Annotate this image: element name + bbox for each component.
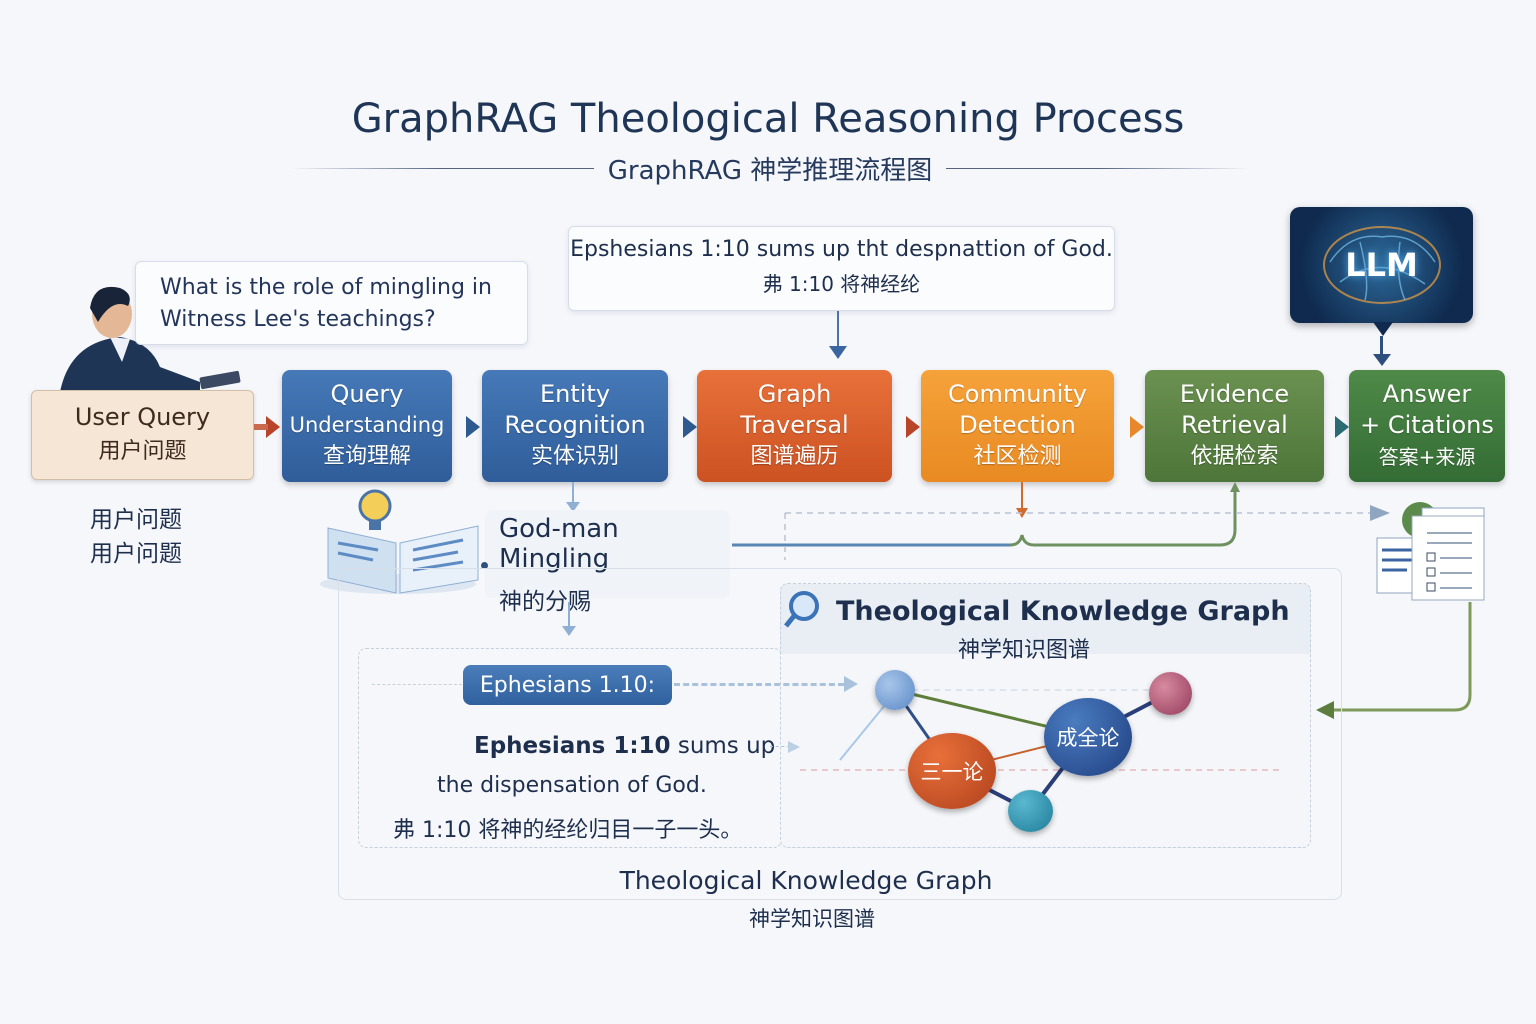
arrow-down-icon <box>829 346 847 359</box>
step-label: Graph <box>757 380 832 408</box>
step-label: + Citations <box>1360 411 1494 439</box>
step-label-cn: 社区检测 <box>973 444 1062 469</box>
entity-label: God-man Mingling <box>499 514 619 574</box>
step-label: Retrieval <box>1181 411 1288 439</box>
user-query-label-cn: 用户问题 <box>98 439 187 464</box>
user-query-caption: 用户问题 用户问题 <box>90 503 182 571</box>
bottom-caption-cn: 神学知识图谱 <box>749 907 875 931</box>
bottom-caption: Theological Knowledge Graph <box>619 866 993 895</box>
step-label: Entity <box>539 380 611 408</box>
bullet-dot <box>481 562 488 569</box>
step-label-cn: 依据检索 <box>1190 444 1279 469</box>
callout-line-1: Epshesians 1:10 sums up tht despnattion … <box>570 237 1113 262</box>
dash-line <box>372 684 462 685</box>
llm-label: LLM <box>1345 246 1418 284</box>
kg-panel-subtitle: 神学知识图谱 <box>958 638 1091 663</box>
subtitle-row: GraphRAG 神学推理流程图 <box>290 150 1251 187</box>
passage-text: sums up <box>670 733 776 759</box>
step-community-detection[interactable]: Community Detection 社区检测 <box>921 370 1114 482</box>
step-label: Answer <box>1382 380 1472 408</box>
brain-icon <box>1323 226 1441 304</box>
step-evidence-retrieval[interactable]: Evidence Retrieval 依据检索 <box>1145 370 1324 482</box>
return-arrow <box>1316 602 1472 719</box>
entity-connector <box>572 482 574 507</box>
caption-line-2: 用户问题 <box>90 541 182 567</box>
arrow-down-icon <box>566 502 580 512</box>
step-entity-recognition[interactable]: Entity Recognition 实体识别 <box>482 370 668 482</box>
search-icon <box>784 591 819 628</box>
arrow-down-icon <box>1373 354 1391 366</box>
llm-pointer <box>1373 322 1393 336</box>
step-label: Community <box>948 380 1087 408</box>
callout-line-2: 弗 1:10 将神经纶 <box>762 272 921 296</box>
arrow-icon <box>466 416 480 438</box>
arrow-down-icon <box>562 626 576 636</box>
flow-connectors <box>732 482 1390 560</box>
step-label-cn: 实体识别 <box>530 444 619 469</box>
query-speech-bubble: What is the role of mingling in Witness … <box>135 261 528 345</box>
step-label: Understanding <box>289 413 445 437</box>
passage-line-3: 弗 1:10 将神的经纶归目一子一头。 <box>393 818 743 843</box>
arrow-icon <box>1335 416 1349 438</box>
graph-node[interactable] <box>875 670 915 710</box>
diagram-subtitle: GraphRAG 神学推理流程图 <box>607 156 933 186</box>
graph-node-primary[interactable]: 成全论 <box>1044 698 1132 776</box>
evidence-callout: Epshesians 1:10 sums up tht despnattion … <box>568 226 1115 311</box>
step-answer-citations[interactable]: Answer + Citations 答案+来源 <box>1349 370 1505 482</box>
divider-right <box>946 168 1251 169</box>
passage-line-2: the dispensation of God. <box>437 773 707 798</box>
caption-line-1: 用户问题 <box>90 507 182 533</box>
callout-connector <box>837 311 839 351</box>
graph-node[interactable] <box>1149 672 1192 715</box>
dash-line <box>770 746 790 747</box>
graph-node-secondary[interactable]: 三一论 <box>908 733 996 809</box>
diagram-title: GraphRAG Theological Reasoning Process <box>351 96 1185 142</box>
passage-connector <box>568 602 570 630</box>
entity-label-cn: 神的分赐 <box>499 589 591 615</box>
step-label: Detection <box>959 411 1076 439</box>
passage-line-1: Ephesians 1:10 sums up <box>474 733 775 759</box>
arrow-icon <box>683 416 697 438</box>
kg-panel-title: Theological Knowledge Graph <box>836 596 1290 627</box>
user-query-label: User Query <box>74 403 211 431</box>
open-book-icon <box>320 489 479 594</box>
knowledge-graph-outer-panel <box>338 568 1342 900</box>
verse-badge[interactable]: Ephesians 1.10: <box>463 665 672 705</box>
step-label-cn: 查询理解 <box>322 444 411 469</box>
dash-line <box>674 683 844 686</box>
step-graph-traversal[interactable]: Graph Traversal 图谱遍历 <box>697 370 892 482</box>
documents-icon <box>1376 502 1485 601</box>
arrow-icon <box>1130 416 1144 438</box>
query-line-1: What is the role of mingling in <box>160 275 492 300</box>
query-line-2: Witness Lee's teachings? <box>160 307 436 332</box>
step-label: Recognition <box>504 411 646 439</box>
step-label-cn: 答案+来源 <box>1378 445 1476 469</box>
user-query-box[interactable]: User Query 用户问题 <box>31 390 254 480</box>
passage-reference: Ephesians 1:10 <box>474 733 671 759</box>
user-person-icon <box>60 286 241 392</box>
llm-box[interactable]: LLM <box>1290 207 1473 323</box>
entity-card[interactable]: God-man Mingling 神的分赐 <box>485 510 730 615</box>
arrow-icon <box>266 416 280 438</box>
arrow-right-icon <box>788 741 800 753</box>
arrow-shaft <box>254 424 268 430</box>
step-label-cn: 图谱遍历 <box>750 444 839 469</box>
arrow-right-icon <box>844 676 858 692</box>
step-label: Evidence <box>1179 380 1290 408</box>
divider-left <box>290 168 594 169</box>
arrow-icon <box>906 416 920 438</box>
graph-node[interactable] <box>1008 790 1053 832</box>
llm-connector <box>1380 336 1383 356</box>
step-label: Traversal <box>740 411 849 439</box>
step-query-understanding[interactable]: Query Understanding 查询理解 <box>282 370 452 482</box>
step-label: Query <box>330 380 404 408</box>
